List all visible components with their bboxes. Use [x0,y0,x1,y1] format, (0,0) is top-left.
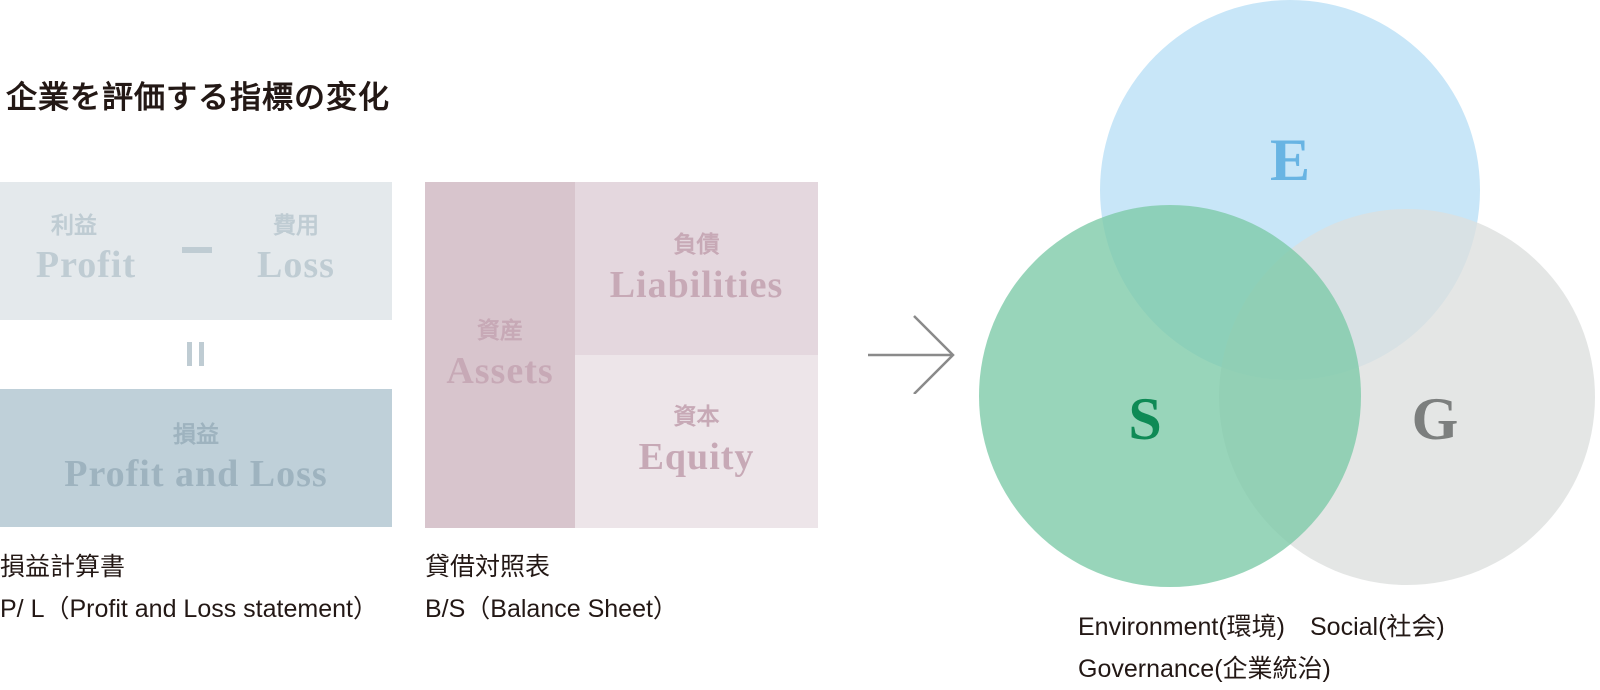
liabilities-en-label: Liabilities [609,264,784,306]
bs-caption-line2: B/S（Balance Sheet） [425,595,678,623]
pl-result-panel [0,389,392,527]
profit-jp-label: 利益 [51,212,97,238]
esg-caption: Environment(環境) Social(社会) Governance(企業… [1078,606,1445,690]
s-letter: S [1128,386,1161,452]
s-circle [979,205,1361,587]
e-letter: E [1270,127,1310,193]
equity-en-label: Equity [638,436,755,478]
pl-caption: 損益計算書 P/ L（Profit and Loss statement） [0,546,378,630]
arrow-right-icon [868,315,955,394]
assets-jp-label: 資産 [477,317,523,343]
bs-caption-line1: 貸借対照表 [425,553,551,581]
esg-caption-line1: Environment(環境) Social(社会) [1078,613,1445,641]
pl-caption-line1: 損益計算書 [0,553,126,581]
bs-caption: 貸借対照表 B/S（Balance Sheet） [425,546,678,630]
loss-en-label: Loss [257,244,335,286]
g-letter: G [1412,386,1459,452]
loss-jp-label: 費用 [273,212,319,238]
equity-jp-label: 資本 [673,403,720,429]
bs-equity-panel [575,355,818,528]
equals-sign-bar-left [187,342,192,366]
assets-en-label: Assets [446,350,554,392]
equals-sign-bar-right [199,342,204,366]
result-jp-label: 損益 [173,421,219,447]
profit-en-label: Profit [35,244,137,286]
result-en-label: Profit and Loss [64,453,328,495]
minus-sign [182,247,212,253]
esg-venn-diagram: E S G [979,0,1595,587]
bs-assets-panel [425,182,575,528]
esg-caption-line2: Governance(企業統治) [1078,655,1331,683]
liabilities-jp-label: 負債 [673,231,720,257]
page-title: 企業を評価する指標の変化 [6,80,390,115]
pl-caption-line2: P/ L（Profit and Loss statement） [0,595,378,623]
bs-liabilities-panel [575,182,818,355]
